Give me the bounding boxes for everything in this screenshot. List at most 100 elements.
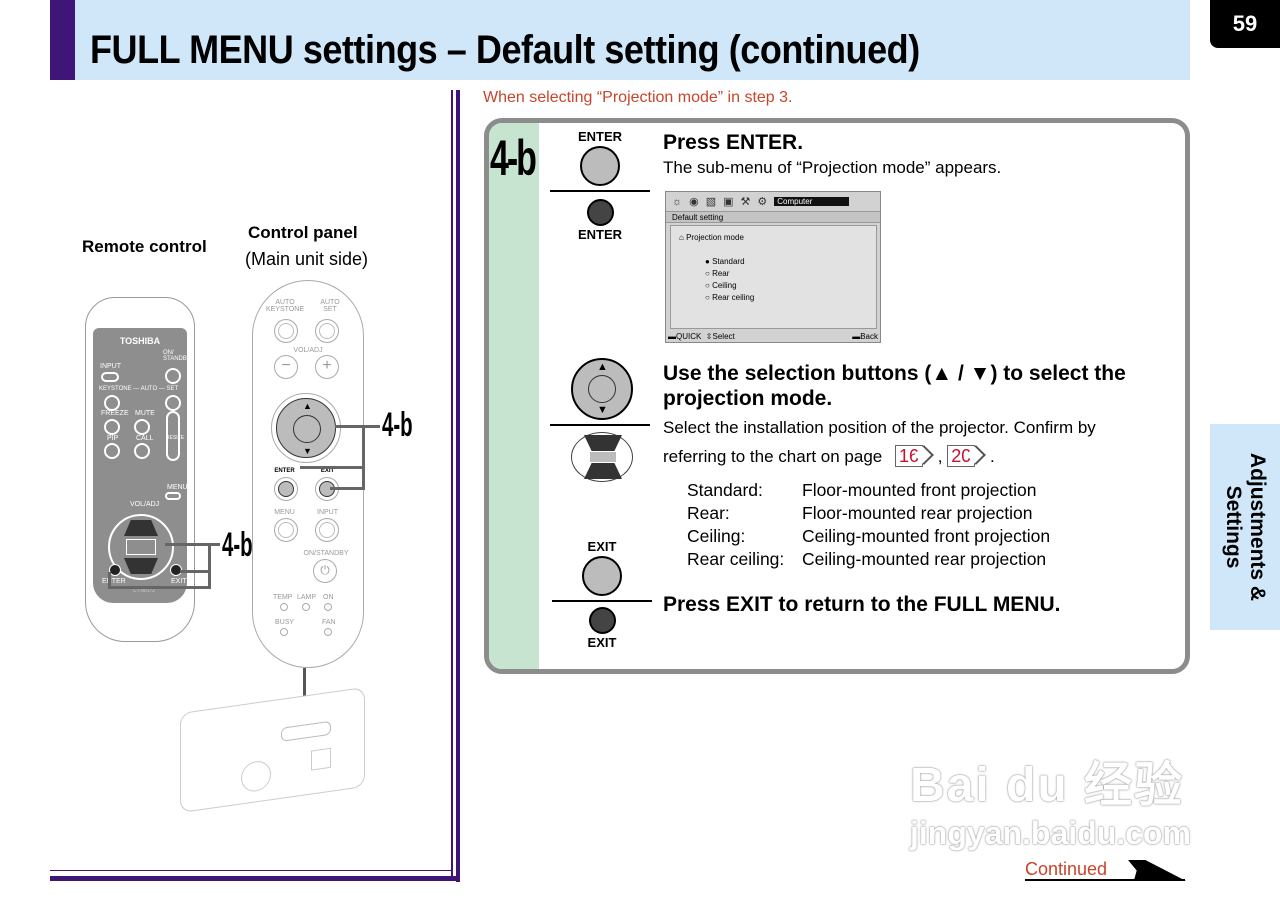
panel-input-label: INPUT [317,509,338,516]
panel-autoset-label: AUTO SET [320,299,340,313]
osd-section-title: Default setting [666,211,880,223]
osd-icon-bar: ☼ ◉ ▧ ▣ ⚒ ⚙ Computer [666,192,880,211]
description-text: Floor-mounted front projection [802,480,1037,500]
separator [550,190,650,192]
panel-exit-button-icon [582,556,622,596]
exit-label-top: EXIT [587,539,617,554]
remote-pip-button[interactable] [104,443,120,459]
callout-line [330,487,365,490]
side-tab-label: Adjustments & Settings [1221,453,1269,601]
up-arrow-icon: ▲ [597,361,608,373]
osd-option-rear-ceiling[interactable]: ○ Rear ceiling [705,293,755,302]
remote-center-button[interactable] [126,539,156,555]
power-icon[interactable]: ⏻ [313,559,337,583]
page-ref-link[interactable]: 20 [947,445,976,467]
remote-resize-rocker[interactable] [166,411,180,461]
remote-menu-button[interactable] [165,492,181,500]
panel-selection-buttons[interactable]: ▲ ▼ [276,398,336,458]
side-tab-line2: Settings [1222,485,1245,569]
remote-mute-button[interactable] [134,419,150,435]
display-icon: ▣ [723,196,734,208]
color-icon: ◉ [689,196,699,208]
baidu-watermark-logo: Bai du 经验 [910,759,1185,812]
step-number: 4-b [490,130,537,186]
panel-input-button[interactable] [315,518,339,542]
description-row: Standard:Floor-mounted front projection [687,479,1050,502]
remote-model-text: CT-90172 [133,588,155,594]
remote-voladj-label: VOL/ADJ [130,501,160,508]
osd-panel: ⌂ Projection mode ● Standard ○ Rear ○ Ce… [670,225,877,329]
remote-call-label: CALL [136,435,154,442]
step-strip [489,123,539,669]
remote-menu-label: MENU [167,484,188,491]
remote-input-label: INPUT [100,363,121,370]
indicator-fan-led [324,628,332,636]
panel-enter-button[interactable] [274,477,298,501]
remote-standby-button[interactable] [165,368,181,384]
remote-selection-button-icon [571,432,633,482]
page-number-badge: 59 [1210,0,1280,48]
remote-keystone-button[interactable] [104,395,120,411]
panel-enter-button-icon [580,146,620,186]
center-button-shape [590,452,616,462]
exit-label-bottom: EXIT [587,635,617,650]
keystone-text: KEYSTONE [99,386,132,392]
column-divider [451,90,453,880]
remote-face: TOSHIBA INPUT ON/ STANDBY KEYSTONE — AUT… [93,328,191,603]
section-side-tab[interactable]: Adjustments & Settings [1210,424,1280,630]
panel-vol-plus-button[interactable]: + [315,355,339,379]
continued-arrow-icon[interactable] [1128,860,1186,881]
panel-voladj-label: VOL/ADJ [293,347,323,354]
remote-enter-button[interactable] [109,564,121,576]
step1-heading: Press ENTER. [663,131,804,154]
remote-control-illustration: TOSHIBA INPUT ON/ STANDBY KEYSTONE — AUT… [85,297,195,642]
bottom-rule-thick [50,876,460,881]
page-ref-link[interactable]: 16 [894,445,924,467]
callout-line [335,425,380,428]
continued-link[interactable]: Continued [1025,859,1108,879]
panel-autoset-button[interactable] [315,319,339,343]
option-label: Rear [712,269,730,278]
panel-vol-minus-button[interactable]: − [274,355,298,379]
tools-icon: ⚒ [740,196,751,208]
callout-line [165,543,220,546]
indicator-temp-label: TEMP [273,594,293,601]
description-term: Rear: [687,503,730,523]
remote-call-button[interactable] [134,443,150,459]
period: . [989,447,995,466]
intro-note: When selecting “Projection mode” in step… [483,89,793,106]
remote-set-button[interactable] [165,395,181,411]
remote-dpad[interactable] [108,514,174,580]
osd-option-rear[interactable]: ○ Rear [705,269,730,278]
bottom-rule [50,870,453,871]
option-label: Standard [712,257,745,266]
description-row: Ceiling:Ceiling-mounted front projection [687,525,1050,548]
callout-line [362,425,365,489]
quick-icon: ▬ [668,332,676,341]
step1-text: The sub-menu of “Projection mode” appear… [663,158,1002,177]
remote-freeze-label: FREEZE [101,410,129,417]
projector-illustration [180,687,365,813]
remote-enter-label: ENTER [102,578,126,585]
osd-footer: ▬QUICK ⇳Select ▬Back [668,332,878,341]
enter-label-top: ENTER [577,129,623,144]
description-text: Floor-mounted rear projection [802,503,1033,523]
step2-heading: Use the selection buttons (▲ / ▼) to sel… [663,362,1126,410]
callout-line [208,543,211,588]
remote-freeze-button[interactable] [104,419,120,435]
panel-menu-button[interactable] [274,518,298,542]
set-text: SET [166,386,179,392]
osd-option-ceiling[interactable]: ○ Ceiling [705,281,737,290]
panel-exit-button[interactable] [315,477,339,501]
remote-up-button[interactable] [124,520,158,536]
remote-down-button[interactable] [124,558,158,574]
panel-select-ring[interactable]: ▲ ▼ [271,393,341,463]
projection-icon: ⌂ [679,233,684,242]
panel-autokeystone-button[interactable] [274,319,298,343]
callout-line [108,572,111,588]
projector-control-area [281,720,331,742]
osd-option-standard[interactable]: ● Standard [705,257,745,266]
panel-standby-label: ON/STANDBY [303,550,349,557]
remote-input-button[interactable] [101,372,119,382]
remote-control-label: Remote control [82,237,207,256]
